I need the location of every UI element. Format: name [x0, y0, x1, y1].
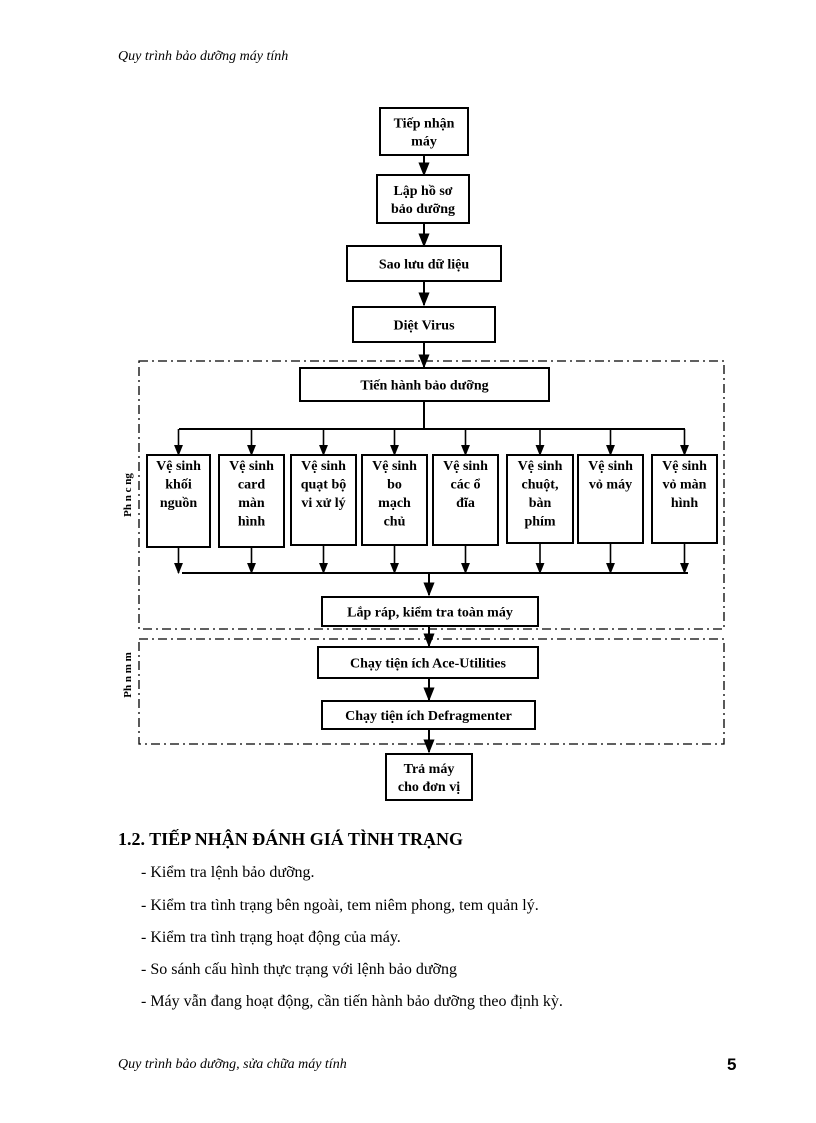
- clean-box-text: vỏ máy: [589, 478, 632, 493]
- clean-box: Vệ sinh khối nguồn: [146, 454, 211, 548]
- hardware-group-frame: [138, 360, 725, 630]
- clean-box-text: hình: [671, 496, 698, 511]
- clean-box-text: Vệ sinh: [443, 459, 488, 474]
- clean-box-text: Vệ sinh: [229, 459, 274, 474]
- step-assemble: Lắp ráp, kiểm tra toàn máy: [321, 596, 539, 627]
- check-item: - Kiểm tra tình trạng hoạt động của máy.: [141, 929, 401, 946]
- step-record-text: bảo dưỡng: [391, 202, 455, 217]
- step-return-text: cho đơn vị: [398, 780, 460, 795]
- section-title: 1.2. TIẾP NHẬN ĐÁNH GIÁ TÌNH TRẠNG: [118, 829, 464, 849]
- clean-box-text: Vệ sinh: [301, 459, 346, 474]
- clean-box: Vệ sinh các ổ đĩa: [432, 454, 499, 546]
- clean-box-text: card: [238, 478, 265, 493]
- hardware-group-label: Ph n c ng: [122, 473, 134, 517]
- step-record-text: Lập hồ sơ: [393, 184, 452, 199]
- clean-box-text: chủ: [384, 515, 406, 530]
- page-number: 5: [727, 1055, 737, 1074]
- step-record: Lập hồ sơ bảo dưỡng: [376, 174, 470, 224]
- step-receive: Tiếp nhận máy: [379, 107, 469, 156]
- check-item: - Máy vẫn đang hoạt động, cần tiến hành …: [141, 993, 563, 1010]
- step-defrag: Chạy tiện ích Defragmenter: [321, 700, 536, 730]
- clean-box-text: Vệ sinh: [372, 459, 417, 474]
- clean-box-text: hình: [238, 515, 265, 530]
- clean-box-text: Vệ sinh: [156, 459, 201, 474]
- page-header: Quy trình bảo dưỡng máy tính: [118, 49, 289, 64]
- step-backup: Sao lưu dữ liệu: [346, 245, 502, 282]
- check-item: - Kiểm tra lệnh bảo dưỡng.: [141, 864, 315, 881]
- step-receive-text: Tiếp nhận: [394, 117, 455, 132]
- clean-box-text: Vệ sinh: [518, 459, 563, 474]
- clean-box: Vệ sinh vỏ màn hình: [651, 454, 718, 544]
- check-item: - So sánh cấu hình thực trạng với lệnh b…: [141, 961, 457, 978]
- clean-box-text: vỏ màn: [663, 478, 707, 493]
- step-ace: Chạy tiện ích Ace-Utilities: [317, 646, 539, 679]
- clean-box: Vệ sinh quạt bộ vi xử lý: [290, 454, 357, 546]
- clean-box: Vệ sinh card màn hình: [218, 454, 285, 548]
- clean-box-text: vi xử lý: [301, 496, 345, 511]
- step-receive-text: máy: [411, 135, 437, 150]
- clean-box-text: màn: [238, 496, 265, 511]
- clean-box-text: bo: [387, 478, 402, 493]
- clean-box-text: quạt bộ: [301, 478, 347, 493]
- clean-box: Vệ sinh bo mạch chủ: [361, 454, 428, 546]
- clean-box-text: chuột,: [522, 478, 559, 493]
- step-return: Trả máy cho đơn vị: [385, 753, 473, 801]
- clean-box-text: khối: [165, 478, 192, 493]
- step-maintain-text: Tiến hành bảo dưỡng: [360, 379, 488, 394]
- page-footer: Quy trình bảo dưỡng, sửa chữa máy tính: [118, 1057, 347, 1072]
- check-item: - Kiểm tra tình trạng bên ngoài, tem niê…: [141, 897, 539, 914]
- step-virus: Diệt Virus: [352, 306, 496, 343]
- clean-box: Vệ sinh vỏ máy: [577, 454, 644, 544]
- clean-box-text: các ổ: [451, 478, 481, 493]
- clean-box-text: đĩa: [456, 496, 475, 511]
- clean-box-text: mạch: [378, 496, 411, 511]
- step-backup-text: Sao lưu dữ liệu: [379, 258, 470, 273]
- step-maintain: Tiến hành bảo dưỡng: [299, 367, 550, 402]
- step-return-text: Trả máy: [404, 762, 455, 777]
- step-defrag-text: Chạy tiện ích Defragmenter: [345, 709, 512, 724]
- clean-box-text: Vệ sinh: [662, 459, 707, 474]
- step-ace-text: Chạy tiện ích Ace-Utilities: [350, 657, 506, 672]
- step-virus-text: Diệt Virus: [393, 319, 455, 334]
- clean-box-text: Vệ sinh: [588, 459, 633, 474]
- step-assemble-text: Lắp ráp, kiểm tra toàn máy: [347, 606, 513, 621]
- clean-box-text: nguồn: [160, 496, 198, 511]
- clean-box: Vệ sinh chuột, bàn phím: [506, 454, 574, 544]
- software-group-label: Ph n m m: [122, 652, 134, 698]
- clean-box-text: bàn: [529, 496, 552, 511]
- clean-box-text: phím: [524, 515, 555, 530]
